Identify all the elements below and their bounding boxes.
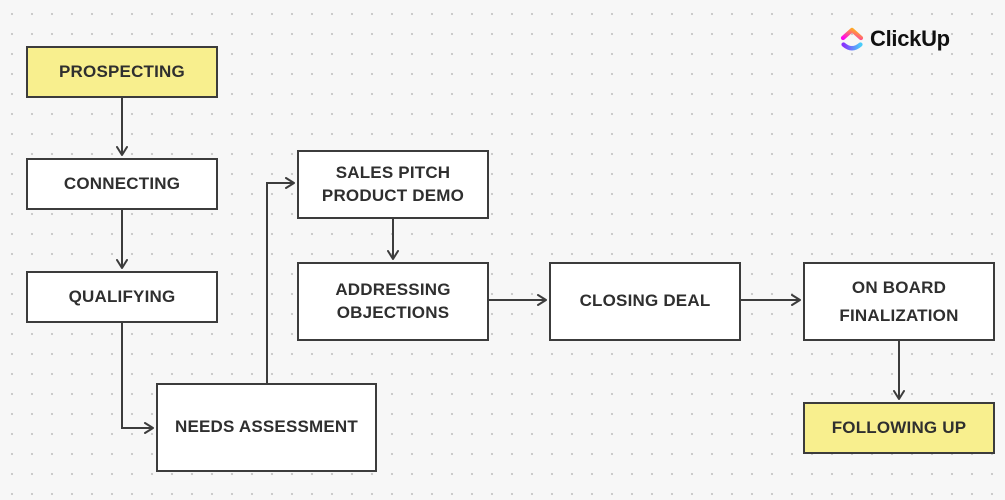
step-following-up-label: FOLLOWING UP — [831, 417, 967, 437]
arrow-qualifying-to-needs-assessment — [121, 323, 154, 434]
clickup-logo-text: ClickUp — [870, 26, 950, 51]
step-addressing-objections-label-line2: OBJECTIONS — [336, 302, 450, 322]
step-connecting-label: CONNECTING — [63, 173, 181, 193]
step-on-board-label-line2: FINALIZATION — [839, 305, 959, 325]
step-following-up: FOLLOWING UP — [803, 402, 995, 454]
clickup-logo: ClickUp — [840, 26, 950, 52]
step-addressing-objections: ADDRESSING OBJECTIONS — [297, 262, 489, 341]
step-closing-deal: CLOSING DEAL — [549, 262, 741, 341]
step-prospecting: PROSPECTING — [26, 46, 218, 98]
step-sales-pitch: SALES PITCH PRODUCT DEMO — [297, 150, 489, 219]
arrow-needs-assessment-to-sales-pitch — [266, 177, 295, 383]
step-sales-pitch-label-line1: SALES PITCH — [335, 162, 451, 182]
step-sales-pitch-label-line2: PRODUCT DEMO — [321, 185, 465, 205]
step-closing-deal-label: CLOSING DEAL — [579, 291, 711, 311]
step-on-board-label-line1: ON BOARD — [851, 278, 947, 298]
step-addressing-objections-label-line1: ADDRESSING — [335, 280, 451, 300]
step-needs-assessment: NEEDS ASSESSMENT — [156, 383, 377, 472]
step-qualifying: QUALIFYING — [26, 271, 218, 323]
step-needs-assessment-label: NEEDS ASSESSMENT — [175, 417, 358, 437]
clickup-logo-icon — [840, 27, 864, 51]
step-on-board-finalization: ON BOARD FINALIZATION — [803, 262, 995, 341]
step-prospecting-label: PROSPECTING — [59, 61, 185, 81]
step-connecting: CONNECTING — [26, 158, 218, 210]
step-qualifying-label: QUALIFYING — [68, 286, 176, 306]
